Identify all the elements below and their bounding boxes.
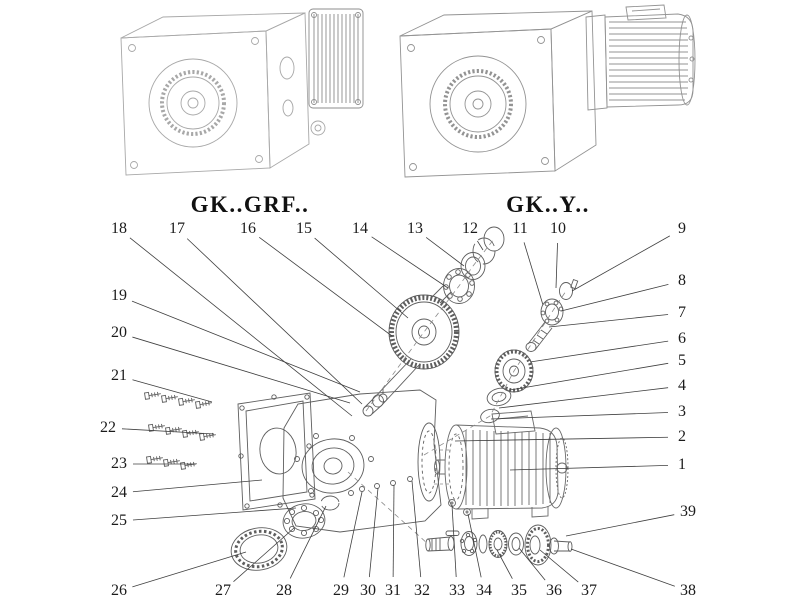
leader-line-13 bbox=[425, 237, 465, 267]
leader-line-3 bbox=[490, 412, 669, 420]
snap-ring bbox=[320, 495, 340, 511]
leader-line-5 bbox=[509, 362, 669, 391]
leader-line-9 bbox=[571, 235, 671, 292]
shim-ring bbox=[230, 527, 288, 571]
leader-line-35 bbox=[496, 549, 513, 579]
leader-line-15 bbox=[314, 237, 409, 319]
leader-line-30 bbox=[368, 487, 379, 578]
electric-motor bbox=[434, 410, 569, 520]
input-bearing bbox=[443, 268, 475, 304]
model-title-gky: GK..Y.. bbox=[506, 192, 590, 217]
leader-line-21 bbox=[132, 379, 213, 403]
leader-line-27 bbox=[233, 527, 295, 583]
motor-drawing bbox=[585, 4, 696, 111]
leader-line-16 bbox=[258, 237, 393, 337]
exploded-view bbox=[143, 226, 579, 571]
gearbox-drawing-grf bbox=[120, 8, 364, 176]
seal-ring bbox=[483, 226, 505, 252]
leader-lines bbox=[121, 235, 675, 588]
leader-line-11 bbox=[523, 242, 544, 306]
leader-line-39 bbox=[565, 514, 675, 537]
leader-line-14 bbox=[371, 236, 449, 289]
input-gear-set bbox=[362, 226, 505, 417]
gearbox-drawing-gky bbox=[399, 4, 696, 178]
leader-line-22 bbox=[121, 428, 215, 435]
leader-line-19 bbox=[131, 300, 361, 393]
leader-line-28 bbox=[289, 505, 327, 579]
leader-line-12 bbox=[477, 240, 484, 251]
pinion-bearing bbox=[540, 298, 564, 326]
pinion-set bbox=[480, 278, 579, 424]
assembly-axis-lines bbox=[347, 238, 567, 545]
leader-line-37 bbox=[539, 549, 579, 583]
input-shaft bbox=[362, 285, 452, 417]
gear-housing bbox=[282, 388, 442, 533]
pinion-shaft bbox=[525, 321, 553, 352]
leader-line-18 bbox=[129, 237, 353, 417]
output-shaft-assembly bbox=[425, 524, 573, 566]
mounting-screws bbox=[143, 391, 216, 470]
leader-line-17 bbox=[186, 238, 363, 405]
leader-line-31 bbox=[392, 484, 395, 578]
leader-line-36 bbox=[518, 547, 546, 581]
leader-line-25 bbox=[132, 507, 297, 521]
leader-line-34 bbox=[467, 513, 482, 578]
leader-line-1 bbox=[509, 465, 669, 471]
leader-line-4 bbox=[498, 387, 669, 409]
model-title-grf: GK..GRF.. bbox=[190, 192, 310, 217]
leader-line-8 bbox=[560, 283, 669, 312]
input-adapter-fins bbox=[308, 8, 364, 109]
leader-line-24 bbox=[132, 479, 263, 493]
leader-line-32 bbox=[411, 480, 422, 578]
cover-plate bbox=[237, 392, 316, 511]
pinion-gear bbox=[494, 349, 534, 393]
leader-line-29 bbox=[343, 491, 363, 578]
output-bearing bbox=[282, 503, 326, 539]
leader-line-7 bbox=[548, 314, 669, 328]
leader-line-33 bbox=[451, 504, 457, 578]
leader-line-2 bbox=[454, 436, 669, 442]
leader-line-6 bbox=[529, 340, 669, 363]
leader-line-10 bbox=[555, 242, 558, 289]
leader-line-20 bbox=[132, 336, 351, 404]
leader-line-38 bbox=[570, 548, 675, 587]
washer bbox=[486, 387, 512, 407]
leader-line-26 bbox=[132, 551, 247, 588]
